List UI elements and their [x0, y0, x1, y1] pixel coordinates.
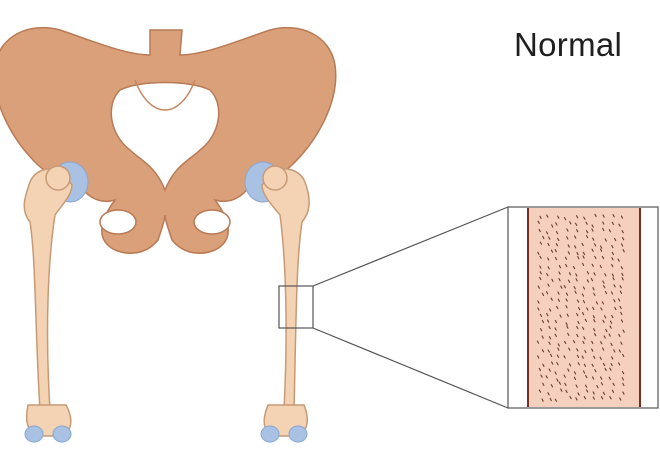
femur-left-illustration	[24, 166, 72, 442]
zoom-line-bottom	[313, 328, 508, 408]
magnified-bone-cross-section	[508, 207, 658, 408]
zoom-line-top	[313, 207, 508, 286]
condition-label: Normal	[514, 26, 622, 64]
femur-right-illustration	[261, 166, 309, 442]
